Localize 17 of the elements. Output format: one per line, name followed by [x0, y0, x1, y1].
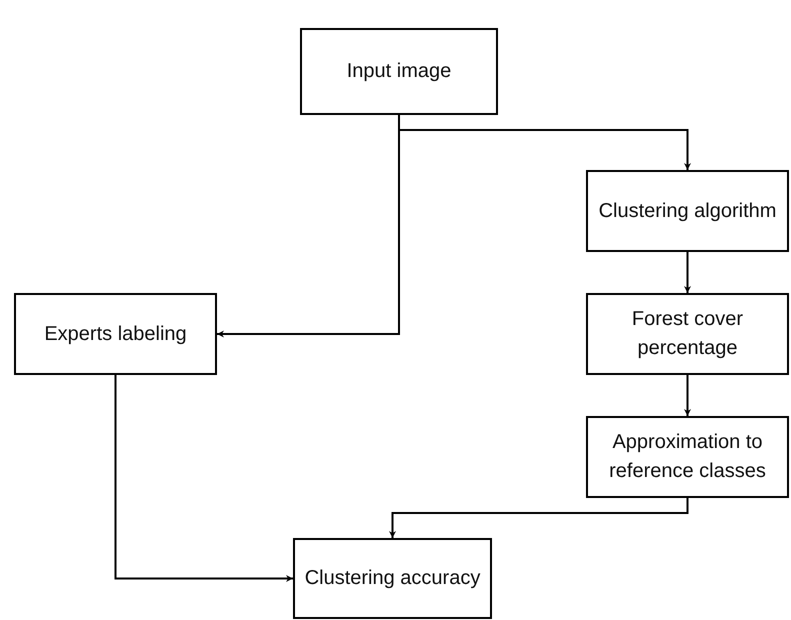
- process-box: [293, 538, 492, 619]
- box-label: Clustering algorithm: [598, 198, 776, 224]
- arrow: [389, 498, 688, 538]
- process-box: [586, 293, 789, 375]
- box-label: Experts labeling: [44, 322, 187, 346]
- box-label: Approximation to reference classes: [608, 430, 767, 484]
- arrow: [114, 375, 293, 582]
- process-box: [586, 416, 789, 498]
- process-box: [586, 170, 789, 252]
- box-label: Clustering accuracy: [304, 566, 480, 591]
- process-box: [14, 293, 217, 375]
- box-label: Input image: [346, 59, 452, 84]
- process-box: [300, 28, 498, 115]
- box-label: Forest cover percentage: [630, 307, 744, 361]
- arrow: [684, 375, 691, 416]
- arrow: [398, 115, 691, 170]
- arrow: [684, 252, 691, 293]
